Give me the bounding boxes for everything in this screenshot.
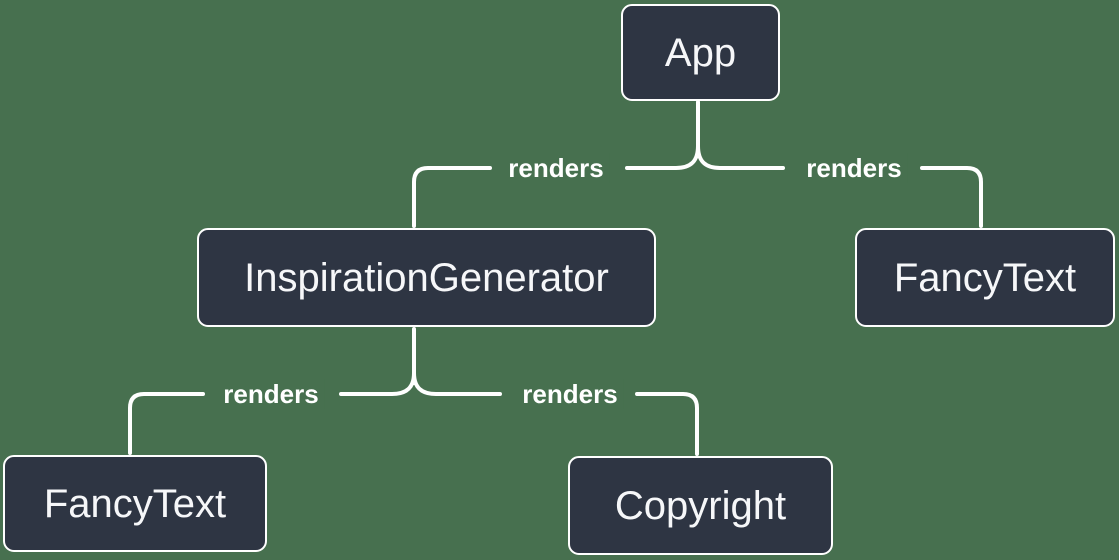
edge-app-to-inspirationgenerator-line	[625, 144, 700, 170]
edge-inspirationgenerator-to-fancytext-line	[339, 371, 416, 396]
node-copyright-label: Copyright	[614, 483, 787, 528]
edge-label-app-fancytext: renders	[800, 153, 908, 183]
node-fancy-text-bottom: FancyText	[3, 455, 267, 552]
edge-label-inspirationgenerator-fancytext: renders	[217, 379, 325, 409]
edge-inspirationgenerator-to-copyright-line	[412, 371, 502, 396]
node-fancy-text-bottom-label: FancyText	[43, 481, 227, 526]
node-app: App	[621, 4, 780, 101]
edge-label-inspirationgenerator-copyright: renders	[516, 379, 624, 409]
node-fancy-text-right-label: FancyText	[893, 255, 1077, 300]
edge-app-to-fancytext-line	[696, 144, 785, 170]
node-inspiration-generator-label: InspirationGenerator	[244, 255, 609, 300]
edge-app-to-fancytext-elbow-line	[920, 166, 983, 228]
node-inspiration-generator: InspirationGenerator	[197, 228, 656, 327]
node-fancy-text-right: FancyText	[855, 228, 1115, 327]
edge-inspirationgenerator-to-copyright-elbow-line	[635, 392, 699, 456]
edge-app-to-inspirationgenerator-elbow-line	[412, 166, 492, 228]
edge-inspirationgenerator-to-fancytext-elbow-line	[128, 392, 205, 455]
node-app-label: App	[664, 30, 737, 75]
node-copyright: Copyright	[568, 456, 833, 555]
edge-label-app-inspirationgenerator: renders	[502, 153, 610, 183]
